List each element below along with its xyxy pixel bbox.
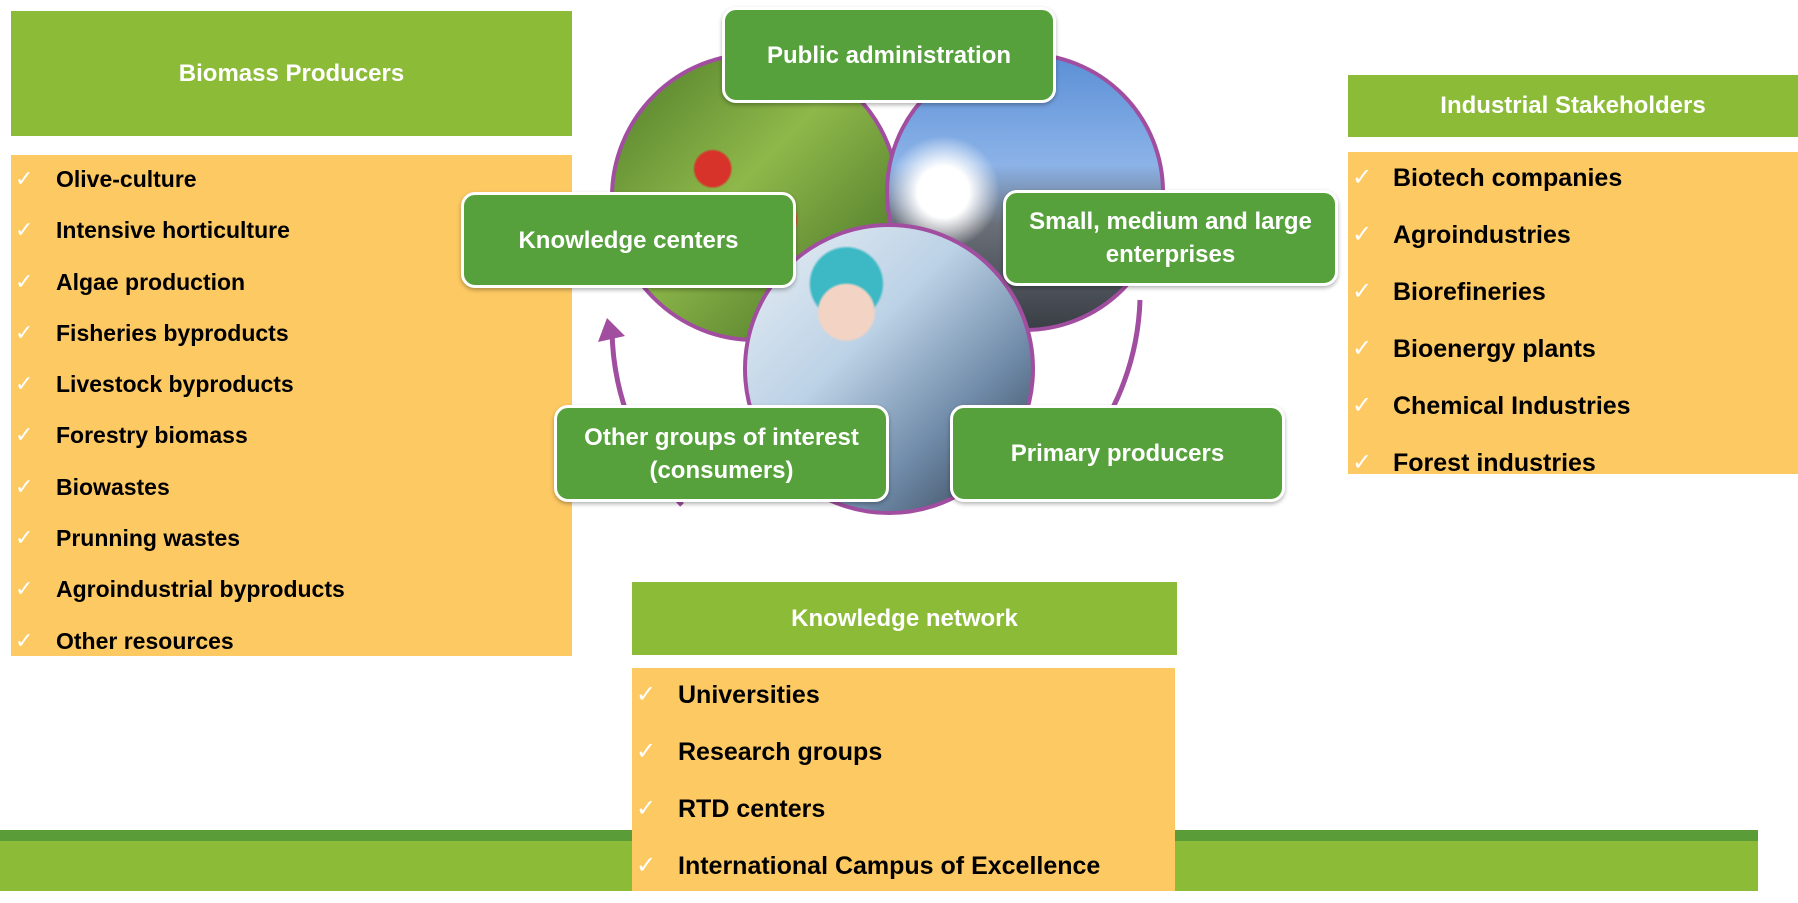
knowledge-network-title: Knowledge network [791, 604, 1018, 632]
check-icon: ✓ [15, 525, 34, 551]
list-item: ✓International Campus of Excellence [632, 846, 1175, 903]
list-item: ✓Universities [632, 675, 1175, 732]
list-item: ✓Biotech companies [1348, 158, 1798, 215]
industrial-stakeholders-title: Industrial Stakeholders [1440, 92, 1706, 119]
check-icon: ✓ [15, 217, 34, 243]
check-icon: ✓ [15, 576, 34, 602]
list-item: ✓Forestry biomass [11, 416, 572, 467]
arrow-head-icon [598, 318, 625, 342]
list-item: ✓Algae production [11, 263, 572, 314]
list-item: ✓Intensive horticulture [11, 211, 572, 262]
list-item: ✓Fisheries byproducts [11, 314, 572, 365]
biomass-producers-title: Biomass Producers [178, 59, 405, 87]
list-item: ✓Forest industries [1348, 443, 1798, 500]
check-icon: ✓ [636, 681, 657, 708]
knowledge-network-header: Knowledge network [632, 582, 1177, 655]
node-enterprises: Small, medium and large enterprises [1003, 190, 1338, 286]
check-icon: ✓ [636, 795, 657, 822]
check-icon: ✓ [15, 627, 34, 653]
list-item: ✓Prunning wastes [11, 519, 572, 570]
check-icon: ✓ [1352, 221, 1373, 248]
industrial-stakeholders-list: ✓Biotech companies ✓Agroindustries ✓Bior… [1348, 152, 1798, 477]
list-item: ✓Biorefineries [1348, 272, 1798, 329]
check-icon: ✓ [15, 371, 34, 397]
biomass-producers-header: Biomass Producers [11, 11, 572, 136]
knowledge-network-list: ✓Universities ✓Research groups ✓RTD cent… [632, 668, 1175, 891]
list-item: ✓Research groups [632, 732, 1175, 789]
check-icon: ✓ [1352, 164, 1373, 191]
list-item: ✓Livestock byproducts [11, 365, 572, 416]
list-item: ✓Other resources [11, 622, 572, 673]
node-primary-producers: Primary producers [950, 405, 1285, 502]
check-icon: ✓ [15, 422, 34, 448]
check-icon: ✓ [1352, 392, 1373, 419]
check-icon: ✓ [1352, 449, 1373, 476]
list-item: ✓Agroindustries [1348, 215, 1798, 272]
check-icon: ✓ [1352, 278, 1373, 305]
list-item: ✓Biowastes [11, 468, 572, 519]
check-icon: ✓ [636, 852, 657, 879]
check-icon: ✓ [636, 738, 657, 765]
check-icon: ✓ [15, 319, 34, 345]
node-knowledge-centers: Knowledge centers [461, 192, 796, 288]
check-icon: ✓ [1352, 335, 1373, 362]
node-public-administration: Public administration [722, 7, 1056, 103]
list-item: ✓Chemical Industries [1348, 386, 1798, 443]
check-icon: ✓ [15, 473, 34, 499]
industrial-stakeholders-header: Industrial Stakeholders [1348, 75, 1798, 137]
node-other-groups: Other groups of interest (consumers) [554, 405, 889, 502]
list-item: ✓RTD centers [632, 789, 1175, 846]
list-item: ✓Olive-culture [11, 160, 572, 211]
list-item: ✓Bioenergy plants [1348, 329, 1798, 386]
list-item: ✓Agroindustrial byproducts [11, 570, 572, 621]
check-icon: ✓ [15, 268, 34, 294]
check-icon: ✓ [15, 166, 34, 191]
